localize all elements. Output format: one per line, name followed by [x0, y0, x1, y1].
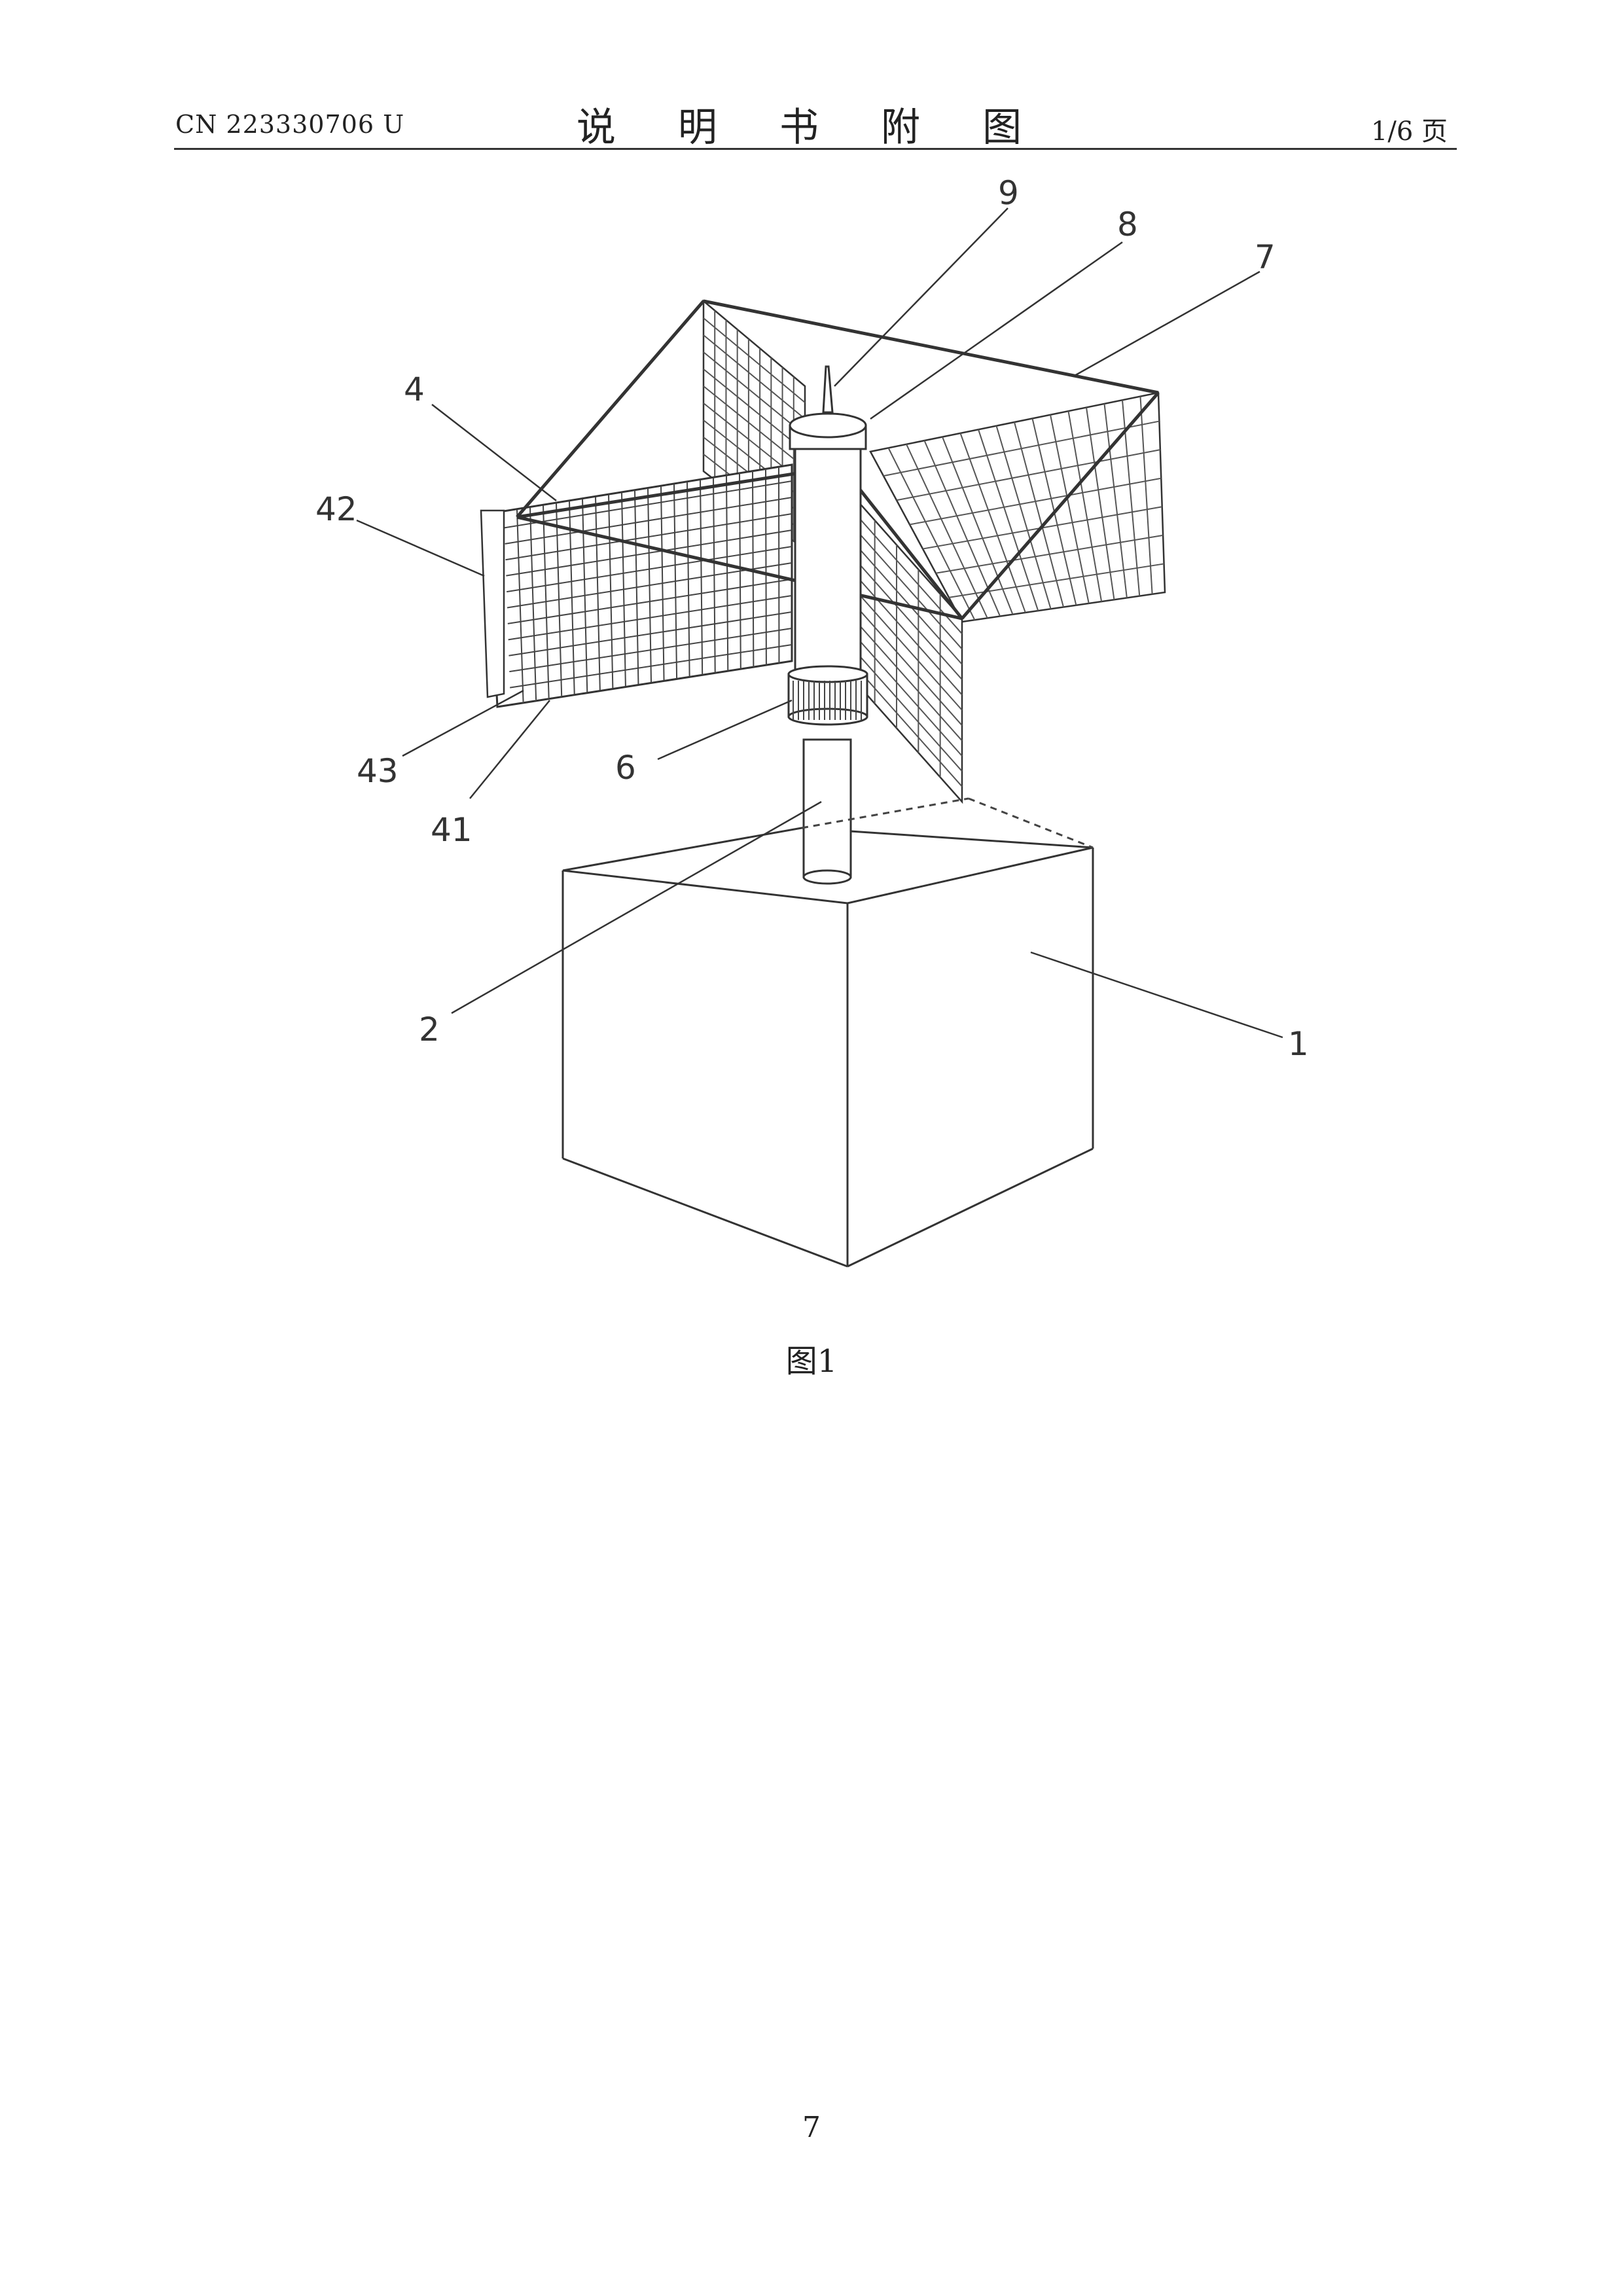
callout-1: 1 [1288, 1025, 1309, 1063]
figure-caption: 图1 [0, 1335, 1623, 1381]
callout-42: 42 [315, 490, 357, 528]
callout-7: 7 [1255, 238, 1275, 276]
base-box [563, 828, 1093, 1266]
callout-41: 41 [431, 811, 473, 849]
callout-8: 8 [1117, 206, 1138, 243]
callout-2: 2 [419, 1011, 440, 1049]
callout-4: 4 [404, 370, 425, 408]
callout-9: 9 [998, 174, 1019, 212]
page-number: 7 [0, 2111, 1623, 2144]
callout-43: 43 [357, 752, 399, 790]
patent-figure-1: 9 8 7 4 42 43 41 6 2 1 [0, 0, 1623, 1440]
bearing-ring [789, 666, 867, 725]
shaft [804, 740, 851, 884]
blade-left [481, 465, 792, 707]
callout-6: 6 [615, 749, 636, 787]
